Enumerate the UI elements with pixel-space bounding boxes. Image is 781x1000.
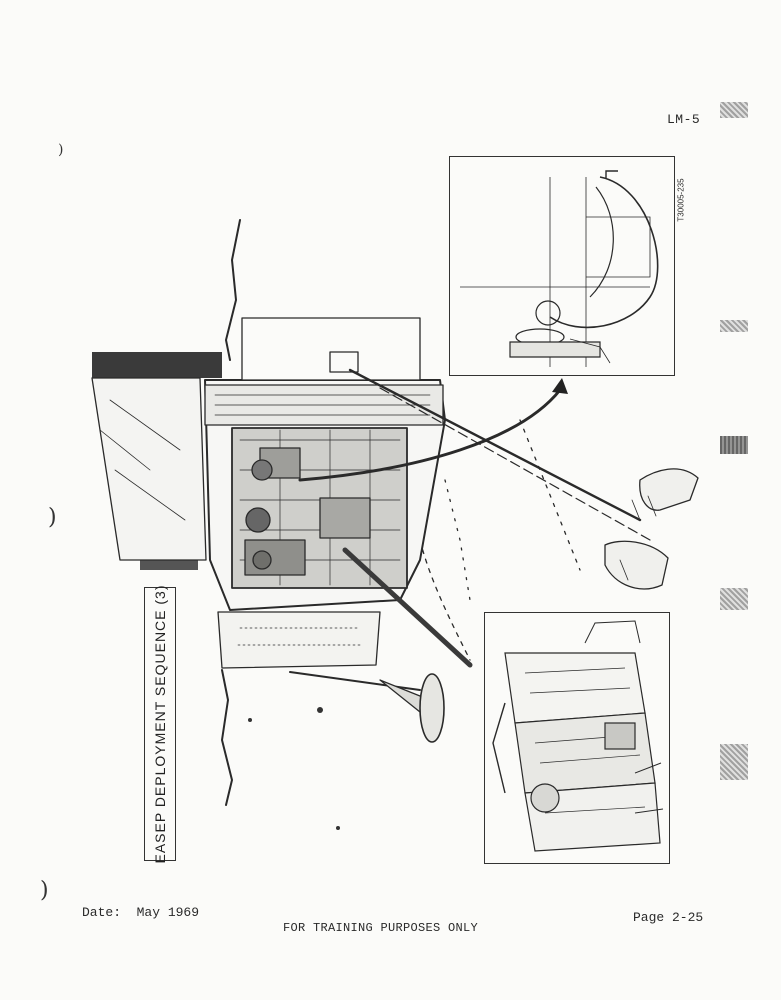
scan-artifact — [720, 744, 748, 780]
scan-artifact — [720, 102, 748, 118]
cable-detail-drawing — [460, 170, 659, 367]
scan-artifact — [720, 320, 748, 332]
date-value: May 1969 — [136, 905, 200, 920]
footer-date: Date: May 1969 — [82, 905, 199, 920]
inset-cable-detail — [449, 156, 675, 376]
equipment-detail-drawing — [492, 620, 664, 852]
binder-mark: ) — [40, 878, 49, 903]
figure-code: T30005-235 — [676, 178, 686, 222]
page-number: Page 2-25 — [633, 910, 704, 925]
scan-artifact — [720, 588, 748, 610]
binder-mark: ) — [48, 505, 57, 530]
binder-mark: ) — [58, 142, 64, 158]
scan-artifact — [720, 436, 748, 454]
date-label: Date: — [82, 905, 122, 920]
training-notice: FOR TRAINING PURPOSES ONLY — [283, 921, 479, 935]
figure-title-box: EASEP DEPLOYMENT SEQUENCE (3) — [144, 585, 176, 864]
inset-equipment-detail — [484, 612, 670, 864]
document-id: LM-5 — [667, 112, 701, 127]
